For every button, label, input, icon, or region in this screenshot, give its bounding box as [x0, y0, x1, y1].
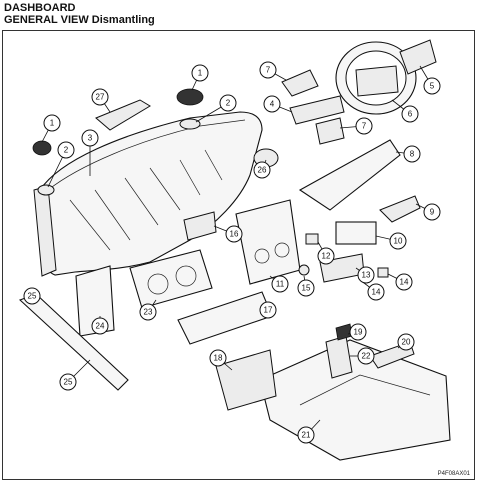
svg-text:14: 14: [400, 278, 409, 287]
callout-group: 1 2 1 2 3 4 5 6 7 7 8 9 10 11 12 13 14 1…: [23, 61, 441, 444]
reference-code: P4F08AX01: [437, 471, 470, 477]
svg-text:11: 11: [276, 280, 285, 289]
callout: 9: [423, 203, 441, 221]
callout: 17: [259, 301, 277, 319]
svg-text:2: 2: [226, 99, 231, 108]
svg-text:14: 14: [372, 288, 381, 297]
svg-text:1: 1: [50, 119, 55, 128]
svg-text:5: 5: [430, 82, 435, 91]
svg-text:23: 23: [144, 308, 153, 317]
svg-text:15: 15: [302, 284, 311, 293]
svg-text:1: 1: [198, 69, 203, 78]
callout: 1: [43, 114, 61, 132]
svg-text:3: 3: [88, 134, 93, 143]
page-title: DASHBOARD: [4, 2, 76, 14]
callout: 13: [357, 266, 375, 284]
svg-text:27: 27: [96, 93, 105, 102]
svg-text:7: 7: [362, 122, 367, 131]
callout: 15: [297, 279, 315, 297]
callout: 20: [397, 333, 415, 351]
radio-unit: [335, 221, 377, 245]
callout: 4: [263, 95, 281, 113]
svg-text:12: 12: [322, 252, 331, 261]
svg-text:22: 22: [362, 352, 371, 361]
column-cover-upper: [281, 69, 319, 97]
callout: 26: [253, 161, 271, 179]
speaker-ring-left: [37, 184, 55, 196]
centre-vent: [95, 99, 151, 131]
callout: 7: [355, 117, 373, 135]
callout: 2: [219, 94, 237, 112]
callout: 7: [259, 61, 277, 79]
svg-text:6: 6: [408, 110, 413, 119]
callout: 3: [81, 129, 99, 147]
svg-text:25: 25: [28, 292, 37, 301]
svg-text:16: 16: [230, 230, 239, 239]
dashboard-inner-ribs: [69, 149, 223, 251]
svg-text:17: 17: [264, 306, 273, 315]
cluster-surround: [177, 291, 273, 345]
callout: 25: [59, 373, 77, 391]
airbag-cover: [399, 39, 437, 75]
page-subtitle: GENERAL VIEW Dismantling: [4, 14, 155, 26]
callout: 21: [297, 426, 315, 444]
callout: 22: [357, 347, 375, 365]
floor-console: [259, 339, 451, 461]
callout: 8: [403, 145, 421, 163]
callout: 18: [209, 349, 227, 367]
svg-text:9: 9: [430, 208, 435, 217]
callout: 19: [349, 323, 367, 341]
column-switch: [289, 95, 345, 125]
instrument-cluster: [129, 249, 213, 309]
callout: 5: [423, 77, 441, 95]
svg-text:21: 21: [302, 431, 311, 440]
svg-text:2: 2: [64, 146, 69, 155]
diagram-frame: [2, 30, 475, 480]
svg-text:20: 20: [402, 338, 411, 347]
svg-text:24: 24: [96, 322, 105, 331]
vent-centre: [183, 211, 217, 241]
callout: 14: [395, 273, 413, 291]
callout: 6: [401, 105, 419, 123]
steering-hub: [355, 65, 399, 97]
callout: 14: [367, 283, 385, 301]
callout: 24: [91, 317, 109, 335]
svg-text:26: 26: [258, 166, 267, 175]
callout: 1: [191, 64, 209, 82]
callout: 25: [23, 287, 41, 305]
speaker-grille-left: [32, 140, 52, 156]
svg-text:19: 19: [354, 328, 363, 337]
knob-15: [298, 264, 310, 276]
speaker-ring-top: [179, 118, 201, 130]
callout: 27: [91, 88, 109, 106]
callout: 2: [57, 141, 75, 159]
dashboard-panel: [38, 111, 263, 276]
svg-text:8: 8: [410, 150, 415, 159]
callout: 16: [225, 225, 243, 243]
svg-text:18: 18: [214, 354, 223, 363]
svg-text:13: 13: [362, 271, 371, 280]
column-cover-lower: [315, 117, 345, 145]
glovebox-lid: [298, 139, 401, 211]
callout: 12: [317, 247, 335, 265]
callout: 23: [139, 303, 157, 321]
switch-12: [305, 233, 319, 245]
callout: 11: [271, 275, 289, 293]
centre-panel: [235, 199, 301, 285]
svg-text:7: 7: [266, 66, 271, 75]
speaker-grille-top: [176, 88, 204, 106]
svg-text:25: 25: [64, 378, 73, 387]
svg-text:4: 4: [270, 100, 275, 109]
switch-14: [377, 267, 389, 278]
page-header: DASHBOARD GENERAL VIEW Dismantling: [4, 2, 155, 26]
knee-bolster: [75, 265, 115, 337]
svg-text:10: 10: [394, 237, 403, 246]
callout: 10: [389, 232, 407, 250]
console-side-panel: [215, 349, 277, 411]
lower-trim-right: [379, 195, 421, 223]
